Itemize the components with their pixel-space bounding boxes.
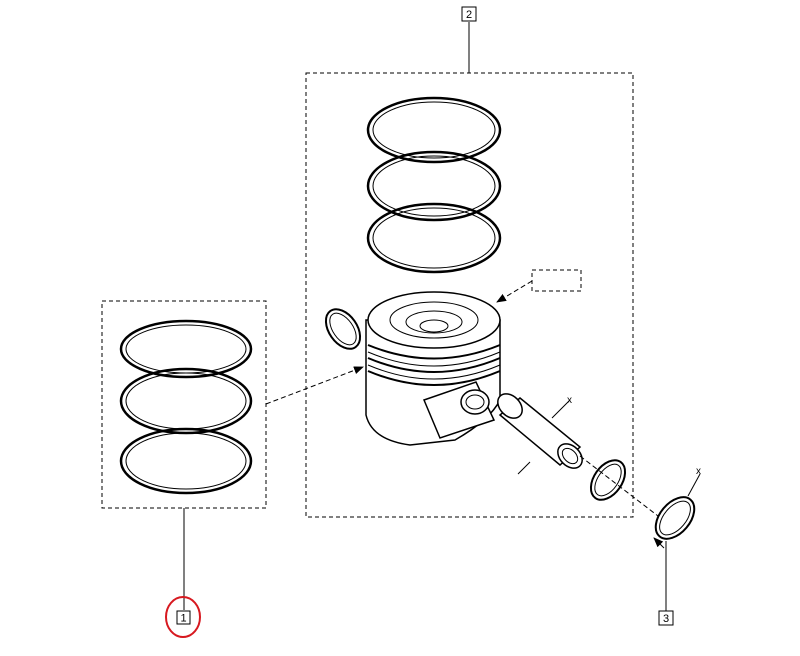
x-leader-1: [551, 399, 571, 419]
reference-box: [531, 269, 582, 292]
pin-arrow: [517, 461, 531, 475]
group-box-piston-rings: [101, 300, 267, 509]
pin-axis-line: [579, 455, 659, 517]
x-mark-2: x: [696, 466, 701, 477]
piston: [365, 291, 501, 446]
reference-arrow: [496, 280, 533, 303]
x-mark-1: x: [567, 395, 572, 406]
callout-1-label: 1: [180, 613, 186, 625]
callout-1-highlight-circle: [165, 596, 201, 638]
callout-1[interactable]: 1: [165, 596, 201, 638]
callout-2-label: 2: [466, 9, 472, 21]
group-box-piston-assembly: [305, 72, 634, 518]
callout-3[interactable]: 3: [658, 610, 674, 626]
snap-ring-3: [654, 496, 696, 540]
callout-2[interactable]: 2: [461, 6, 477, 22]
callout-3-label: 3: [663, 613, 669, 625]
piston-ring-set: [119, 319, 253, 495]
x-leader-2: [687, 473, 701, 497]
piston-pin: [497, 393, 583, 469]
ring-set-arrow: [265, 366, 364, 405]
snap-ring-3-arrow: [653, 537, 665, 549]
snap-ring-left: [324, 308, 362, 350]
snap-ring-right: [589, 459, 627, 501]
piston-ring-set-upper: [366, 96, 502, 274]
